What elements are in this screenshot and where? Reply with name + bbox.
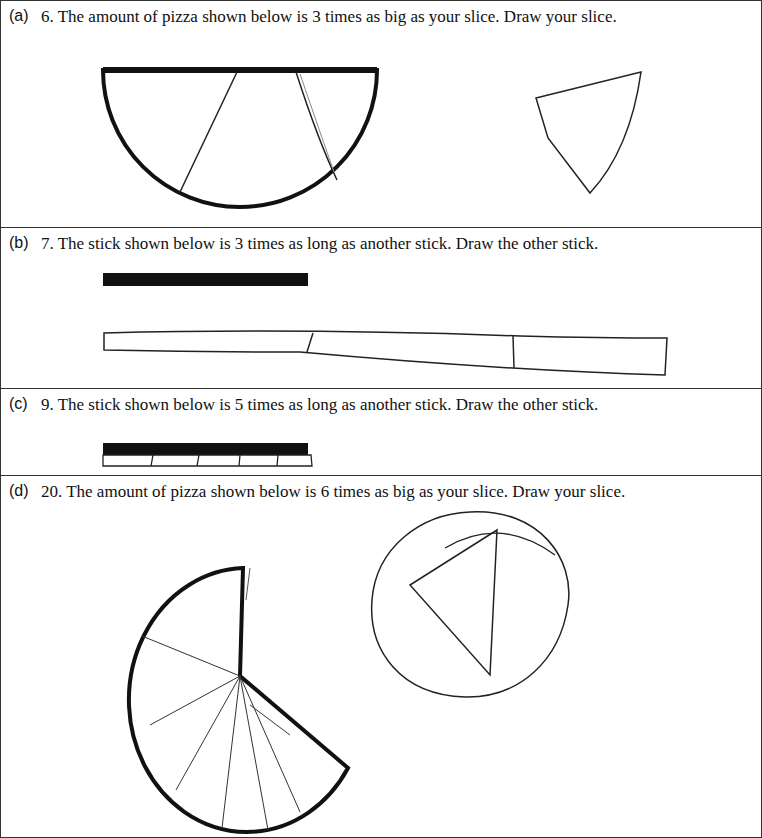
- pizza-edge: [103, 67, 377, 73]
- student-stick: [103, 455, 312, 466]
- given-stick: [103, 273, 308, 286]
- part-label: (b): [9, 234, 29, 252]
- student-cut: [296, 72, 337, 180]
- half-pizza: [103, 70, 377, 207]
- student-slice: [410, 530, 497, 675]
- question-panel: (c) 9. The stick shown below is 5 times a…: [0, 388, 762, 476]
- student-cut: [180, 72, 237, 192]
- question-text: 7. The stick shown below is 3 times as l…: [41, 234, 598, 254]
- student-cut: [300, 74, 334, 172]
- student-cut: [142, 636, 300, 830]
- question-panel: (b) 7. The stick shown below is 3 times a…: [0, 227, 762, 389]
- student-divider: [151, 455, 278, 466]
- student-divider: [307, 333, 313, 352]
- question-text: 9. The stick shown below is 5 times as l…: [41, 395, 598, 415]
- question-text: 20. The amount of pizza shown below is 6…: [41, 482, 625, 502]
- question-panel: (a) 6. The amount of pizza shown below is…: [0, 0, 762, 228]
- partial-pizza: [129, 568, 348, 832]
- student-divider: [513, 336, 514, 368]
- part-label: (c): [9, 395, 28, 413]
- student-circle: [372, 512, 569, 697]
- part-label: (a): [9, 7, 29, 25]
- question-text: 6. The amount of pizza shown below is 3 …: [41, 7, 617, 27]
- student-stick: [104, 331, 667, 375]
- given-stick: [103, 443, 308, 455]
- part-label: (d): [9, 482, 29, 500]
- student-slice: [536, 72, 641, 193]
- question-panel: (d) 20. The amount of pizza shown below i…: [0, 475, 762, 838]
- student-mark: [246, 568, 250, 600]
